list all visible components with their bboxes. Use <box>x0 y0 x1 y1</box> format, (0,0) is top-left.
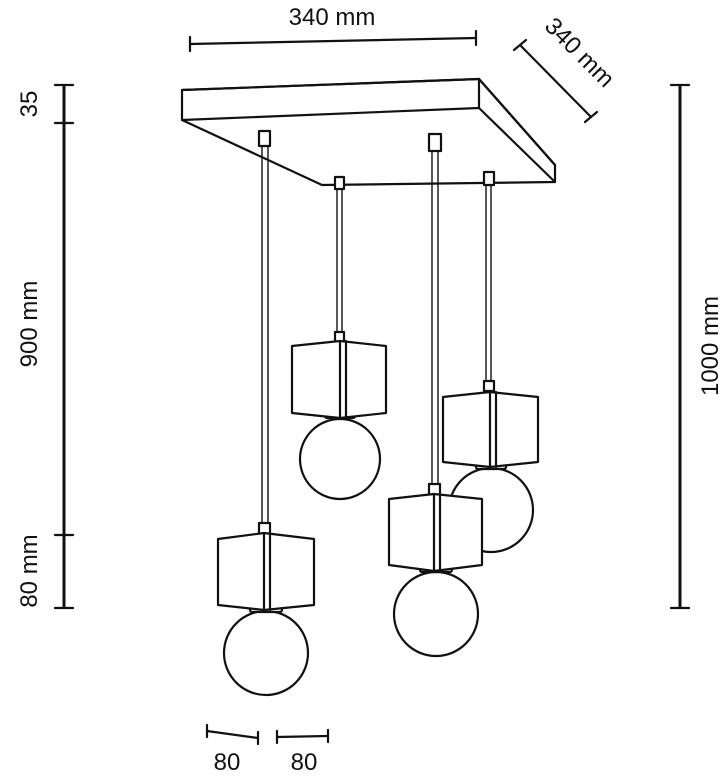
globe-bulb <box>298 417 382 501</box>
wooden-cube-shade <box>216 531 316 612</box>
total-height-label: 1000 mm <box>697 296 724 396</box>
globe-bulb <box>392 570 480 658</box>
top-width-dimension: 340 mm <box>188 4 478 53</box>
ceiling-canopy <box>180 77 557 187</box>
top-width-line <box>188 36 478 46</box>
shade-width-dimensions: 80 80 <box>205 723 330 776</box>
left-vertical-dimensions: 35 900 mm 80 mm <box>16 83 75 610</box>
pendant-front-right <box>387 132 484 658</box>
top-depth-tick-start <box>512 38 528 52</box>
cable-length-label: 900 mm <box>16 281 43 368</box>
shade-height-label: 80 mm <box>16 534 43 607</box>
cable-clamp <box>482 170 496 187</box>
shade-width-a-label: 80 <box>214 749 241 776</box>
top-depth-label: 340 mm <box>539 12 619 92</box>
pendant-back-middle <box>290 175 388 501</box>
canopy-front-right-edge <box>477 106 557 184</box>
top-width-label: 340 mm <box>289 4 376 31</box>
canopy-top-back-edge <box>180 77 481 92</box>
shade-width-a-line <box>205 729 260 740</box>
top-depth-dimension: 340 mm <box>512 12 620 124</box>
shade-width-b-label: 80 <box>291 749 318 776</box>
canopy-outline <box>180 77 557 187</box>
canopy-top-front-edge <box>180 106 481 122</box>
canopy-top-right-edge <box>477 77 557 167</box>
pendant-front-left <box>216 129 316 697</box>
top-depth-tick-end <box>583 110 599 124</box>
globe-bulb <box>222 609 310 697</box>
canopy-height-label: 35 <box>16 91 43 118</box>
top-depth-line <box>518 43 593 119</box>
wooden-cube-shade <box>387 492 484 573</box>
cable-clamp-lower <box>482 379 496 393</box>
cable-clamp <box>333 175 346 191</box>
pendant-back-right <box>441 170 540 554</box>
cable-clamp <box>257 129 272 148</box>
total-height-dimension: 1000 mm <box>669 83 724 610</box>
shade-width-b-line <box>275 734 330 739</box>
cable-clamp <box>427 132 443 153</box>
